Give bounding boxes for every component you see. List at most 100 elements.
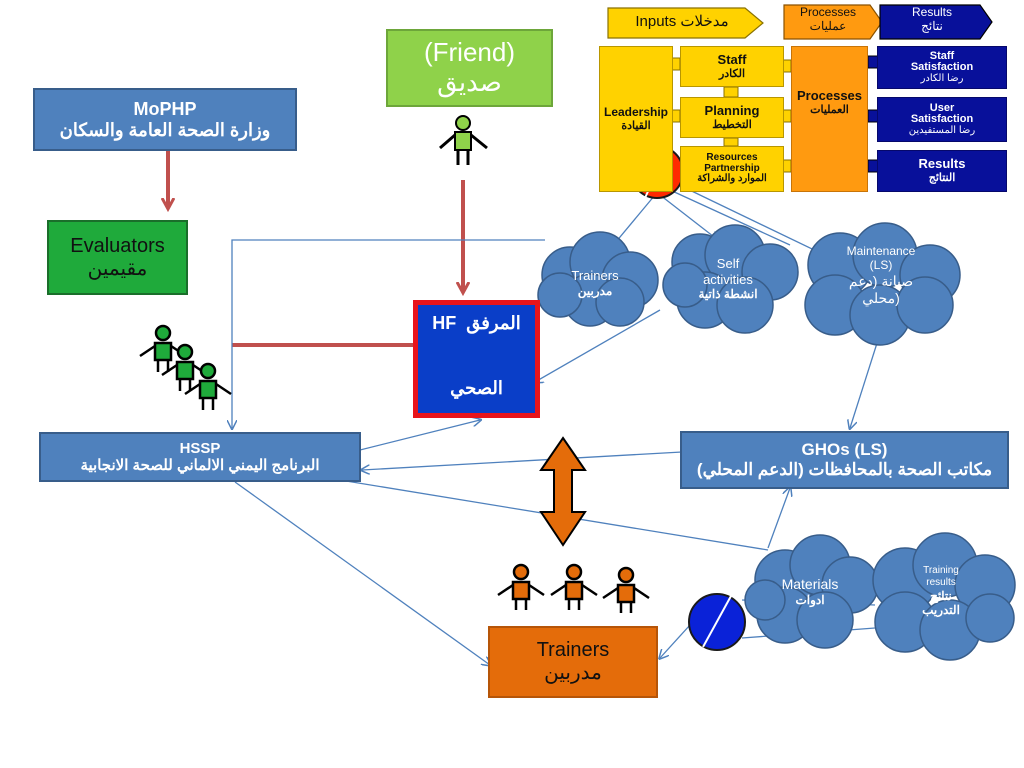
results-en: Results bbox=[918, 156, 966, 172]
friend-box: (Friend) صديق bbox=[386, 29, 553, 107]
inputs-label: Inputs مدخلات bbox=[635, 13, 729, 30]
cloud-trainers-text: Trainers مدربين bbox=[555, 268, 635, 298]
line-maint-ghos bbox=[850, 339, 879, 428]
hf-subtitle: الصحي bbox=[450, 377, 503, 398]
results-header-label: Results نتائج bbox=[884, 5, 980, 34]
mophp-subtitle: وزارة الصحة العامة والسكان bbox=[59, 119, 271, 140]
trainers-box: Trainers مدربين bbox=[488, 626, 658, 698]
results-box: Results النتائج bbox=[877, 150, 1007, 192]
cloud-materials-en: Materials bbox=[781, 576, 839, 592]
results-ar: النتائج bbox=[928, 172, 956, 185]
evaluator-figures-icon bbox=[139, 324, 232, 410]
line-top-loop bbox=[232, 239, 545, 428]
cloud-maint-ar1: صيانة (دعم bbox=[848, 272, 914, 289]
staff-ar: الكادر bbox=[718, 67, 746, 80]
cloud-materials-ar: ادوات bbox=[795, 592, 825, 607]
planning-en: Planning bbox=[704, 102, 760, 118]
cloud-trainers-en: Trainers bbox=[571, 268, 619, 283]
evaluators-box: Evaluators مقيمين bbox=[47, 220, 188, 295]
cloud-self-en2: activities bbox=[703, 271, 753, 287]
staff-sat-en1: Staff bbox=[929, 49, 955, 62]
evaluators-subtitle: مقيمين bbox=[87, 257, 148, 280]
cloud-trainers-ar: مدربين bbox=[577, 283, 613, 298]
hf-title-ar: المرفق bbox=[466, 313, 521, 333]
cloud-self-text: Self activities انشطة ذاتية bbox=[688, 256, 768, 302]
mophp-title: MoPHP bbox=[133, 98, 197, 119]
staff-sat-en2: Satisfaction bbox=[910, 61, 974, 74]
line-circle-trainers bbox=[660, 624, 691, 658]
friend-title: (Friend) bbox=[423, 37, 515, 68]
cloud-results-en1: Training bbox=[923, 565, 959, 576]
planning-ar: التخطيط bbox=[712, 118, 752, 131]
line-hssp-hf bbox=[339, 420, 480, 456]
line-red-cloud3 bbox=[669, 189, 791, 246]
hf-title-en: HF bbox=[432, 313, 457, 333]
results-chevron bbox=[879, 4, 993, 40]
staff-sat-ar: رضا الكادر bbox=[920, 72, 964, 84]
cloud-results-ar1: نتائج bbox=[930, 589, 952, 603]
processes-box: Processes العمليات bbox=[791, 46, 868, 192]
ghos-box: GHOs (LS) مكاتب الصحة بالمحافظات (الدعم … bbox=[680, 431, 1009, 489]
cloud-self-ar: انشطة ذاتية bbox=[698, 287, 758, 302]
line-ghos-hssp bbox=[362, 451, 683, 470]
hssp-subtitle: البرنامج اليمني الالماني للصحة الانجابية bbox=[80, 457, 320, 474]
cloud-trainers bbox=[537, 231, 659, 327]
user-satisfaction-box: User Satisfaction رضا المستفيدين bbox=[877, 97, 1007, 142]
user-sat-en1: User bbox=[929, 101, 955, 114]
cloud-materials bbox=[744, 534, 879, 649]
friend-subtitle: صديق bbox=[437, 67, 502, 97]
cloud-maint-ar2: محلي) bbox=[862, 289, 900, 306]
resources-ar: الموارد والشراكة bbox=[697, 173, 767, 185]
double-arrow bbox=[539, 436, 587, 547]
friend-figure-icon bbox=[439, 115, 488, 165]
cloud-maint-en2: (LS) bbox=[869, 258, 893, 273]
inputs-chevron bbox=[607, 7, 764, 39]
cloud-self-en1: Self bbox=[716, 256, 740, 271]
processes-header-label: Processes عمليات bbox=[786, 5, 870, 34]
cloud-maintenance bbox=[804, 222, 961, 346]
processes-en: Processes bbox=[796, 88, 863, 103]
hssp-title: HSSP bbox=[179, 439, 221, 457]
user-sat-en2: Satisfaction bbox=[910, 113, 974, 126]
staff-en: Staff bbox=[717, 51, 747, 67]
cloud-maint-en1: Maintenance bbox=[846, 244, 916, 258]
blue-circle bbox=[688, 593, 746, 651]
trainer-figures-icon bbox=[497, 563, 650, 613]
line-red-cloud4 bbox=[674, 182, 836, 261]
cloud-maintenance-text: Maintenance (LS) صيانة (دعم محلي) bbox=[825, 244, 937, 306]
processes-header-ar: عمليات bbox=[809, 18, 847, 33]
processes-header-en: Processes bbox=[799, 5, 857, 19]
line-red-cloud2 bbox=[659, 194, 718, 240]
leadership-box: Leadership القيادة bbox=[599, 46, 673, 192]
processes-chevron bbox=[783, 4, 883, 40]
resources-box: Resources Partnership الموارد والشراكة bbox=[680, 146, 784, 192]
results-header-ar: نتائج bbox=[921, 18, 943, 33]
hf-title-row: HF المرفق bbox=[432, 313, 520, 334]
trainers-box-subtitle: مدربين bbox=[544, 662, 602, 684]
line-hssp-trainers bbox=[234, 481, 490, 665]
cloud-materials-text: Materials ادوات bbox=[770, 576, 850, 607]
cloud-results-text: Training results نتائج التدريب bbox=[905, 565, 977, 618]
cloud-training-results bbox=[872, 532, 1016, 661]
resources-en2: Partnership bbox=[704, 162, 760, 174]
ghos-subtitle: مكاتب الصحة بالمحافظات (الدعم المحلي) bbox=[696, 460, 993, 479]
mophp-box: MoPHP وزارة الصحة العامة والسكان bbox=[33, 88, 297, 151]
cloud-results-ar2: التدريب bbox=[922, 603, 960, 618]
ghos-title: GHOs (LS) bbox=[801, 440, 888, 460]
hf-box: HF المرفق الصحي bbox=[413, 300, 540, 418]
user-sat-ar: رضا المستفيدين bbox=[908, 124, 976, 136]
planning-box: Planning التخطيط bbox=[680, 97, 784, 138]
leadership-en: Leadership bbox=[603, 104, 669, 119]
cloud-self-activities bbox=[662, 224, 799, 334]
resources-en1: Resources bbox=[706, 152, 758, 164]
cloud-results-en2: results bbox=[926, 577, 956, 588]
trainers-box-title: Trainers bbox=[536, 639, 610, 661]
staff-satisfaction-box: Staff Satisfaction رضا الكادر bbox=[877, 46, 1007, 89]
line-cloud-hf bbox=[535, 309, 661, 382]
staff-box: Staff الكادر bbox=[680, 46, 784, 87]
processes-ar: العمليات bbox=[810, 103, 849, 116]
leadership-ar: القيادة bbox=[621, 119, 651, 132]
line-materials-ghos bbox=[767, 488, 790, 549]
results-header-en: Results bbox=[911, 5, 952, 19]
